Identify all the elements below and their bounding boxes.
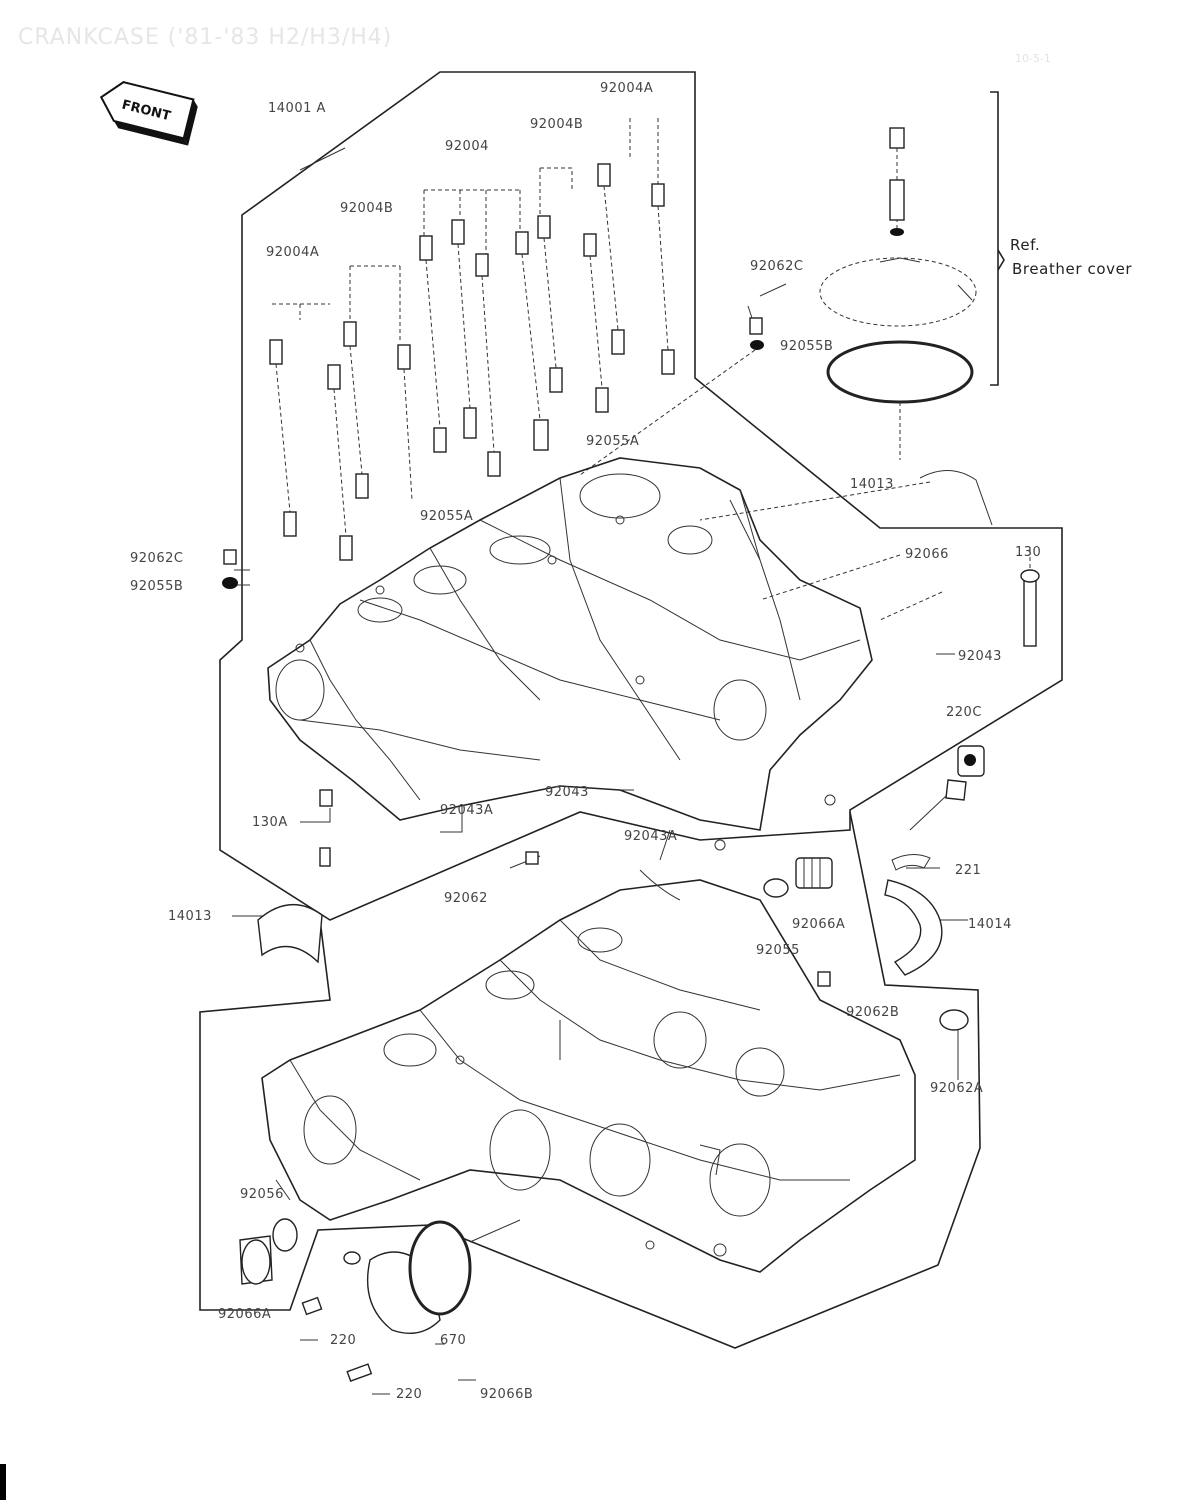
label-14001a: 14001 A [268,101,326,116]
gasket-top-icon [919,470,993,526]
bolt-icon [651,183,675,375]
oil-screen-icon [795,857,833,889]
bolt-icon [327,364,353,561]
label-92043a: 92043A [440,803,493,818]
label-220: 220 [396,1387,422,1402]
label-92066: 92066 [905,547,949,562]
bolt-icon [343,321,369,499]
label-92043: 92043 [958,649,1002,664]
label-92066a: 92066A [218,1307,271,1322]
breather-cover-label: Breather cover [1012,260,1132,278]
label-92055a: 92055A [586,434,639,449]
label-92055a: 92055A [420,509,473,524]
upper-crankcase-icon [267,457,873,861]
bolt-icon [537,215,563,393]
part-labels: 14001 A 92004A 92004B 92004 92004B 92004… [130,81,1041,1402]
clip-icon [891,854,931,871]
label-220c: 220C [946,705,982,720]
label-92055b: 92055B [780,339,833,354]
label-92043: 92043 [545,785,589,800]
breather-cover-icon [819,257,977,327]
label-92062: 92062 [444,891,488,906]
label-92004b: 92004B [530,117,583,132]
lower-crankcase-icon [261,869,916,1273]
bolt-icon [397,344,413,501]
small-parts [222,317,1040,1031]
bolt-icon [597,163,625,355]
label-92004a: 92004A [600,81,653,96]
label-14014: 14014 [968,917,1012,932]
label-220: 220 [330,1333,356,1348]
diagram-title: CRANKCASE ('81-'83 H2/H3/H4) [18,25,392,50]
label-92043a: 92043A [624,829,677,844]
breather-gasket-icon [826,340,974,404]
breather-hose-icon [884,879,943,976]
breather-bracket [990,91,999,386]
label-leaders [232,118,1031,1395]
label-130: 130 [1015,545,1041,560]
gasket-left-icon [257,903,323,964]
ref-label: Ref. [1010,236,1040,254]
bolt-icon [269,339,297,537]
label-92004: 92004 [445,139,489,154]
page-edge-mark [0,1464,6,1500]
label-130a: 130A [252,815,288,830]
label-92062c: 92062C [130,551,183,566]
label-92056: 92056 [240,1187,284,1202]
bolt-icon [583,233,609,413]
breather-bolt-icon [889,127,905,236]
label-14013: 14013 [168,909,212,924]
lower-group-outline [199,811,981,1349]
label-14013: 14013 [850,477,894,492]
bolt-icon [475,253,501,477]
label-92066a: 92066A [792,917,845,932]
label-221: 221 [955,863,981,878]
bolt-icon [515,231,549,451]
upper-group-outline [219,71,1063,921]
bolt-icon [419,235,447,453]
oil-pressure-switch-icon [909,745,985,831]
case-bolts-group [269,163,675,561]
label-92004a: 92004A [266,245,319,260]
bolt-icon [451,219,477,439]
label-92062a: 92062A [930,1081,983,1096]
breather-cover-tab [879,257,973,301]
label-670: 670 [440,1333,466,1348]
seal-and-plug-icons [239,1218,373,1382]
label-92004b: 92004B [340,201,393,216]
label-92062c: 92062C [750,259,803,274]
label-92055b: 92055B [130,579,183,594]
diagram-ref: 10-5-1 [1015,52,1051,65]
breather-bracket-tick [997,249,1005,271]
cover-icon [366,1219,521,1334]
label-92055: 92055 [756,943,800,958]
label-92062b: 92062B [846,1005,899,1020]
label-92066b: 92066B [480,1387,533,1402]
front-arrow-icon: FRONT [99,81,198,146]
